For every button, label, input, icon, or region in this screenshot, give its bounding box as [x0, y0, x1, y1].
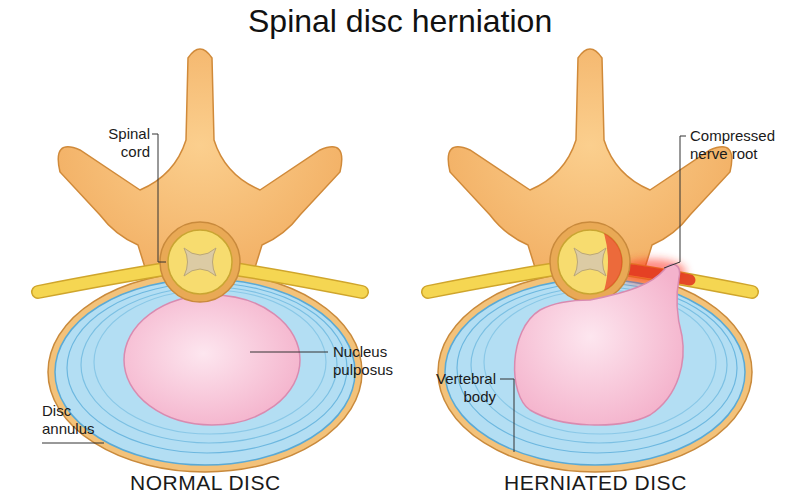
- nerve-root: [38, 268, 172, 292]
- nerve-root: [228, 268, 362, 292]
- annulus-ring: [94, 290, 326, 434]
- herniated-vertebra: [428, 49, 752, 472]
- part-label: Nucleus pulposus: [333, 343, 411, 379]
- part-label: Spinal cord: [78, 125, 150, 161]
- part-label: Disc annulus: [42, 402, 110, 438]
- part-label: Vertebral body: [420, 370, 496, 406]
- figure-caption: HERNIATED DISC: [504, 470, 687, 495]
- annulus-ring: [81, 287, 337, 443]
- annulus-ring: [67, 283, 347, 453]
- nerve-root-outline: [38, 268, 172, 292]
- nerve-root: [428, 268, 562, 292]
- disc-annulus: [55, 279, 355, 465]
- spinal-canal: [550, 222, 630, 302]
- leader-line: [500, 379, 514, 452]
- leader-line: [152, 134, 166, 262]
- nerve-root-outline: [428, 268, 562, 292]
- gray-matter: [574, 248, 606, 276]
- leader-line: [42, 443, 104, 444]
- nerve-root-outline: [228, 268, 362, 292]
- cord-inflammation: [604, 233, 622, 291]
- figure-caption: NORMAL DISC: [130, 470, 281, 495]
- spinal-cord: [168, 230, 232, 294]
- leader-line: [664, 136, 686, 268]
- gray-matter: [184, 248, 216, 276]
- spinal-cord: [558, 230, 622, 294]
- normal-vertebra: [38, 49, 362, 472]
- diagram-title: Spinal disc herniation: [248, 2, 552, 40]
- leader-line: [250, 352, 328, 353]
- herniated-nucleus: [515, 264, 684, 425]
- part-label: Compressed nerve root: [690, 127, 794, 163]
- nucleus-pulposus: [124, 295, 300, 425]
- spinal-canal: [160, 222, 240, 302]
